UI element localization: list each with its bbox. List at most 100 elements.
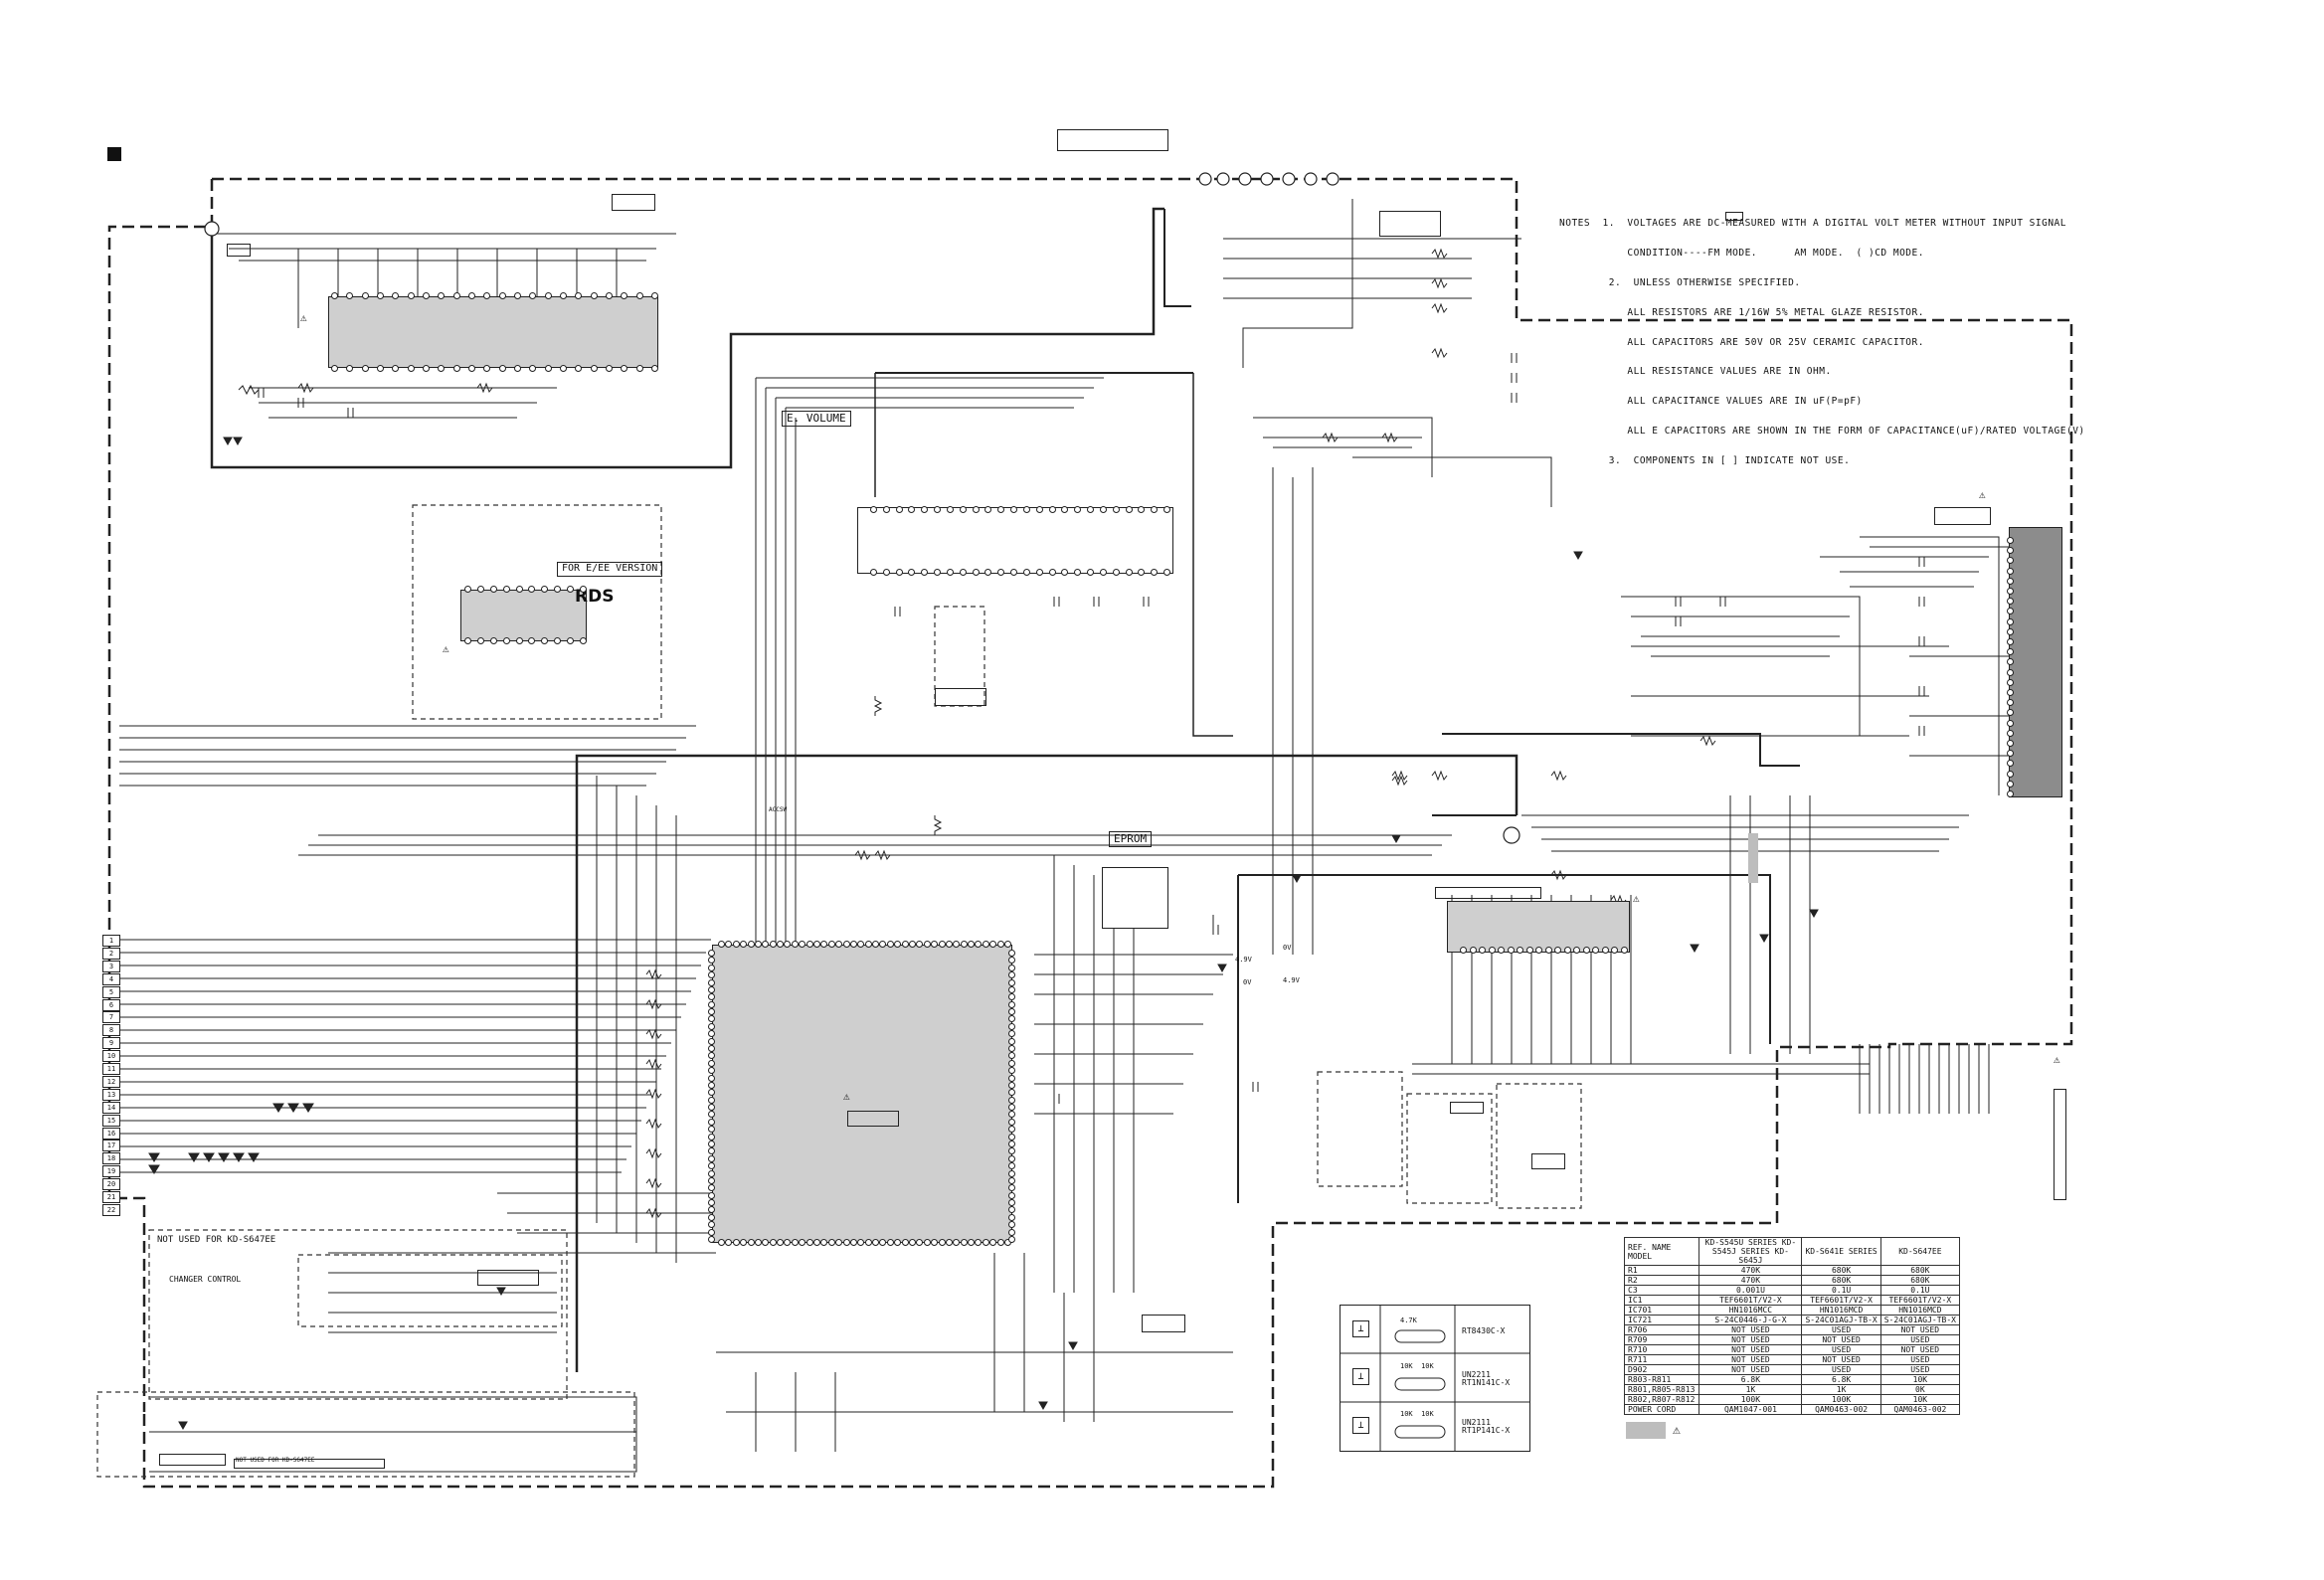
ic-pin bbox=[799, 941, 806, 948]
note-line: ALL RESISTANCE VALUES ARE IN OHM. bbox=[1559, 366, 1832, 378]
ic-pin bbox=[835, 1239, 843, 1246]
ic-pin bbox=[1087, 569, 1095, 576]
ic-pin bbox=[708, 1074, 715, 1082]
ic-pin bbox=[708, 1176, 715, 1184]
model-value-cell: TEF6601T/V2-X bbox=[1698, 1295, 1803, 1306]
legend-values: 10K 10K bbox=[1400, 1362, 1434, 1370]
ic-pin bbox=[2007, 699, 2014, 707]
ic-pin bbox=[452, 365, 460, 372]
ic-pin bbox=[908, 506, 916, 513]
ic-pin bbox=[1008, 1154, 1015, 1162]
ic-pin bbox=[1008, 985, 1015, 993]
ic-pin bbox=[331, 292, 338, 299]
ic-pin bbox=[1008, 1162, 1015, 1170]
ic-pin bbox=[909, 941, 916, 948]
ref-box-small-b bbox=[1531, 1153, 1565, 1169]
ic-pin bbox=[2007, 638, 2014, 645]
ic-pin bbox=[1099, 506, 1107, 513]
ic-pin bbox=[708, 1126, 715, 1134]
model-value-cell: HN1016MCC bbox=[1698, 1305, 1803, 1316]
ic-pin bbox=[820, 1239, 828, 1246]
ic-pin bbox=[982, 1239, 989, 1246]
ic-pin bbox=[452, 292, 460, 299]
ic-pin bbox=[989, 1239, 997, 1246]
model-value-cell: 6.8K bbox=[1698, 1374, 1803, 1385]
ic-pin bbox=[554, 637, 562, 644]
note-line: 3. COMPONENTS IN [ ] INDICATE NOT USE. bbox=[1559, 455, 1851, 467]
ic-pin bbox=[820, 941, 828, 948]
model-value-cell: 1K bbox=[1801, 1384, 1881, 1395]
model-value-cell: 0.1U bbox=[1879, 1285, 1961, 1296]
ic-pin bbox=[580, 637, 587, 644]
model-value-cell: USED bbox=[1801, 1324, 1881, 1335]
ic-pin bbox=[1035, 569, 1043, 576]
ic-pin bbox=[708, 1000, 715, 1008]
model-value-cell: NOT USED bbox=[1698, 1344, 1803, 1355]
ref-name-cell: R803-R811 bbox=[1623, 1374, 1700, 1385]
model-value-cell: 470K bbox=[1698, 1275, 1803, 1286]
ic-pin bbox=[882, 569, 890, 576]
ic-pin bbox=[541, 586, 549, 593]
ic-pin bbox=[959, 569, 967, 576]
ic-pin bbox=[984, 569, 992, 576]
ic-pin bbox=[392, 292, 400, 299]
model-value-cell: 680K bbox=[1801, 1275, 1881, 1286]
ic-pin bbox=[777, 1239, 785, 1246]
ic-pin bbox=[2007, 627, 2014, 635]
ic-pin bbox=[931, 941, 939, 948]
model-value-cell: 1K bbox=[1698, 1384, 1803, 1395]
ic-pin bbox=[872, 941, 880, 948]
ic-pin bbox=[953, 941, 961, 948]
ic-pin bbox=[1008, 1221, 1015, 1229]
ic-pin bbox=[1008, 1000, 1015, 1008]
ic-pin bbox=[560, 292, 567, 299]
ic-pin bbox=[708, 1228, 715, 1236]
ic-pin bbox=[870, 569, 877, 576]
ic-pin bbox=[2007, 588, 2014, 595]
ic-pin bbox=[554, 586, 562, 593]
ic-pin bbox=[2007, 658, 2014, 666]
ic-pin bbox=[984, 506, 992, 513]
ic-pin bbox=[1573, 947, 1581, 954]
ic-pin bbox=[529, 365, 537, 372]
model-value-cell: NOT USED bbox=[1698, 1364, 1803, 1375]
ic-pin bbox=[407, 365, 415, 372]
model-value-cell: S-24C01AGJ-TB-X bbox=[1879, 1315, 1961, 1325]
ic-pin bbox=[960, 1239, 968, 1246]
ic-pin bbox=[946, 569, 954, 576]
ic-pin bbox=[754, 1239, 762, 1246]
ic-pin bbox=[2007, 648, 2014, 656]
ic-pin bbox=[842, 941, 850, 948]
output-connector bbox=[2009, 527, 2062, 797]
ic-pin bbox=[784, 941, 792, 948]
ic-pin bbox=[747, 1239, 755, 1246]
ref-box-bottom-left-b bbox=[234, 1459, 385, 1469]
ic-pin bbox=[708, 964, 715, 971]
model-value-cell: KD-S641E SERIES bbox=[1801, 1237, 1881, 1266]
warning-icon: ⚠ bbox=[2054, 1053, 2060, 1066]
not-used-label-top: NOT USED FOR KD-S647EE bbox=[157, 1235, 276, 1245]
ref-name-cell: C3 bbox=[1623, 1285, 1700, 1296]
ic-pin bbox=[346, 292, 354, 299]
ref-box-side bbox=[2054, 1089, 2066, 1200]
ic-pin bbox=[377, 365, 384, 372]
legend-part: UN2211 RT1N141C-X bbox=[1462, 1370, 1511, 1388]
ic-pin bbox=[529, 292, 537, 299]
ic-pin bbox=[2007, 668, 2014, 676]
ic-pin bbox=[1074, 506, 1082, 513]
ic-pin bbox=[1008, 964, 1015, 971]
ic-pin bbox=[635, 292, 643, 299]
ic-pin bbox=[1008, 1104, 1015, 1112]
ic-pin bbox=[1010, 506, 1018, 513]
ic-pin bbox=[1010, 569, 1018, 576]
ic-pin bbox=[515, 586, 523, 593]
connector-pin: 2 bbox=[102, 947, 120, 960]
ic-pin bbox=[1008, 957, 1015, 965]
